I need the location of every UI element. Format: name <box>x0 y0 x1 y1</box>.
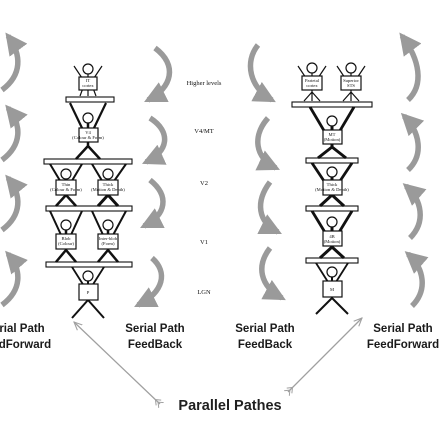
label-right-feedback: Serial Path FeedBack <box>235 323 295 351</box>
v4-label: V4(Colour & Form) <box>72 130 104 140</box>
ff-arrow-icon <box>0 104 28 163</box>
figure-v1-interblob: Inter-blob(Form) <box>91 210 127 263</box>
lgn-p-label: P <box>87 290 90 295</box>
fb-arrow-icon <box>144 45 173 103</box>
level-label-v1: V1 <box>200 239 208 246</box>
fb-arrow-icon <box>257 180 282 235</box>
fb-arrow-icon <box>255 116 280 171</box>
figure-mt: MT(Motion) <box>308 106 356 160</box>
fb-arrow-icon <box>259 246 286 301</box>
ff-arrow-icon <box>404 251 429 308</box>
left-shelves <box>43 96 133 268</box>
fb-arrow-icon <box>140 177 166 229</box>
figure-v4: V4(Colour & Form) <box>69 102 107 160</box>
left-parallel-arrow-icon <box>74 322 160 404</box>
label-left-feedforward: Serial Path FeedForward <box>0 323 52 351</box>
level-label-higher: Higher levels <box>186 80 222 87</box>
4b-label: 4B(Motion) <box>324 234 341 244</box>
level-label-v2: V2 <box>200 180 208 187</box>
right-feedback-arrows <box>247 43 286 301</box>
right-shelves <box>291 101 373 264</box>
ff-arrow-icon <box>400 112 425 173</box>
v1-blob-label: Blob(Colour) <box>58 236 74 246</box>
fb-arrow-icon <box>247 43 276 103</box>
v2-thick-label: Thick(Motion & Depth) <box>91 182 125 192</box>
figure-lgn-m: M <box>315 262 349 315</box>
right-feedforward-arrows <box>399 32 429 308</box>
fb-arrow-icon <box>141 115 168 165</box>
ff-arrow-icon <box>0 32 28 93</box>
label-right-feedforward: Serial Path FeedForward <box>366 323 440 351</box>
figure-thick-stripe: Thick(Motion & Depth) <box>310 162 354 208</box>
mt-label: MT(Motion) <box>324 132 341 142</box>
caption-parallel-pathes: Parallel Pathes <box>178 398 282 414</box>
fb-arrow-icon <box>134 255 165 308</box>
parallel-path-arrows <box>74 318 362 404</box>
ff-arrow-icon <box>0 250 28 308</box>
v2-thin-label: Thin(Colour & Form) <box>50 182 82 192</box>
lgn-m-label: M <box>330 287 334 292</box>
ff-arrow-icon <box>0 174 28 233</box>
left-feedforward-arrows <box>0 32 28 308</box>
left-feedback-arrows <box>134 45 173 308</box>
figure-v2-thin: Thin(Colour & Form) <box>49 163 83 207</box>
figure-v2-thick: Thick(Motion & Depth) <box>91 163 127 208</box>
ff-arrow-icon <box>399 32 422 103</box>
v1-interblob-label: Inter-blob(Form) <box>99 236 118 246</box>
level-label-v4mt: V4/MT <box>194 128 214 135</box>
figure-lgn-p: P <box>71 266 105 319</box>
level-label-lgn: LGN <box>197 289 211 296</box>
label-left-feedback: Serial Path FeedBack <box>125 323 185 351</box>
right-parallel-arrow-icon <box>288 318 362 392</box>
figure-4b: 4B(Motion) <box>310 210 354 260</box>
ff-arrow-icon <box>402 183 427 240</box>
thick-stripe-label: Thick(Motion & Depth) <box>315 182 349 192</box>
figure-v1-blob: Blob(Colour) <box>49 210 83 263</box>
